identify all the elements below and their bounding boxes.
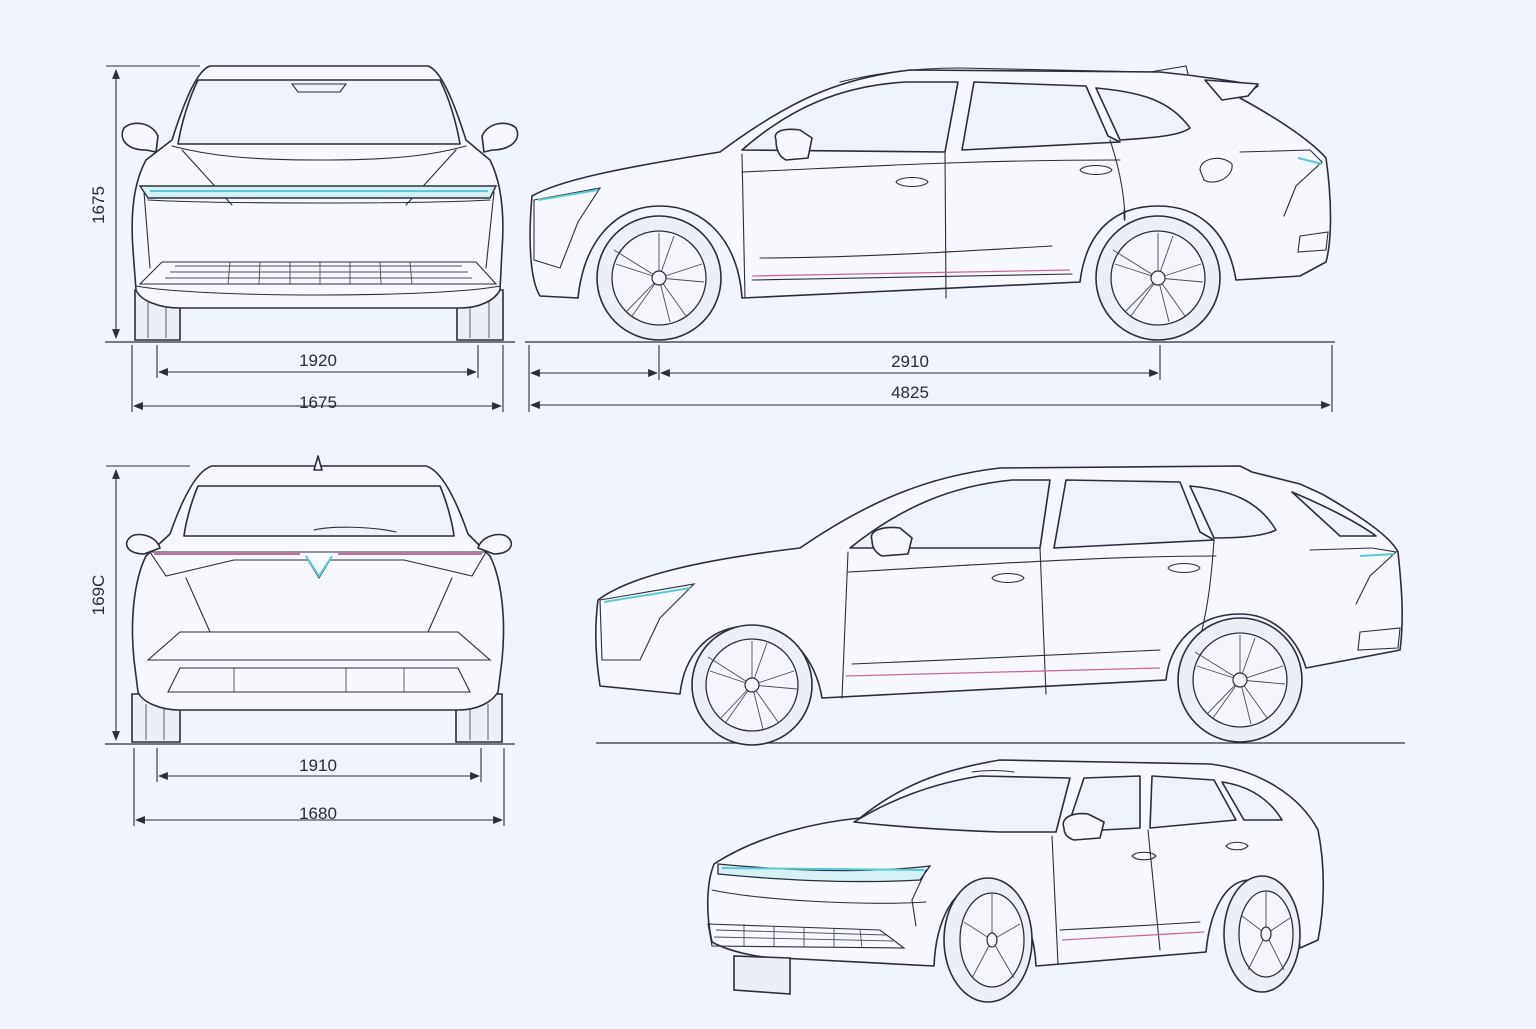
side-mirror [774, 128, 813, 161]
side-front-door-handle [895, 176, 929, 188]
three-quarter-windshield [853, 775, 1071, 833]
rear-right-mirror [477, 533, 513, 555]
rear-wiper [313, 526, 397, 533]
side-trim-accent [751, 269, 1071, 277]
three-quarter-rear-wheel [1223, 875, 1301, 993]
perspective-quarter-window [1189, 485, 1277, 539]
perspective-headlight [599, 583, 696, 661]
side-headlight [533, 187, 602, 269]
front-windshield [177, 79, 461, 145]
three-quarter-front-wheel [943, 877, 1033, 1003]
rear-width-label: 1680 [299, 804, 337, 823]
side-view: 2910 4825 [525, 65, 1335, 412]
rear-window [183, 485, 455, 537]
perspective-rear-door-handle [1167, 562, 1201, 574]
side-wheelbase-label: 2910 [891, 352, 929, 371]
side-quarter-window [1095, 87, 1191, 141]
side-length-label: 4825 [891, 383, 929, 402]
side-charge-port [1199, 157, 1233, 183]
three-quarter-rear-window [1149, 775, 1237, 829]
front-track-label: 1920 [299, 351, 337, 370]
rear-view: 169C 1910 1680 [89, 455, 515, 826]
front-lower-grille [138, 261, 498, 285]
side-rear-window [961, 81, 1121, 151]
perspective-trim-accent [845, 667, 1161, 677]
rear-logo-icon [305, 555, 333, 578]
three-quarter-rear-door-handle [1225, 841, 1249, 851]
three-quarter-view [706, 759, 1325, 1003]
perspective-taillight [1309, 547, 1398, 605]
perspective-rear-window [1053, 479, 1215, 549]
perspective-mirror [870, 526, 913, 557]
front-view: 1675 1920 1675 [89, 65, 519, 412]
three-quarter-lower-grille [707, 923, 906, 949]
rear-height-label: 169C [89, 575, 108, 616]
side-rear-wheel [1095, 215, 1221, 341]
side-rear-door-handle [1079, 164, 1113, 176]
rear-track-label: 1910 [299, 756, 337, 775]
front-height-label: 1675 [89, 186, 108, 224]
perspective-front-wheel [691, 624, 813, 746]
rear-antenna [313, 455, 323, 471]
side-front-wheel [596, 215, 722, 341]
rear-diffuser [167, 667, 471, 693]
three-quarter-left-front-tire [733, 955, 791, 995]
rear-bumper [146, 631, 492, 661]
rear-left-mirror [125, 533, 161, 555]
perspective-front-door-handle [991, 572, 1025, 584]
three-quarter-front-door-handle [1131, 851, 1157, 861]
three-quarter-mirror [1062, 812, 1105, 841]
front-width-label: 1675 [299, 393, 337, 412]
side-taillight [1239, 149, 1323, 217]
front-left-mirror [121, 122, 159, 153]
perspective-rear-wheel [1177, 617, 1303, 743]
front-right-mirror [481, 122, 519, 153]
perspective-side-view [595, 465, 1405, 746]
